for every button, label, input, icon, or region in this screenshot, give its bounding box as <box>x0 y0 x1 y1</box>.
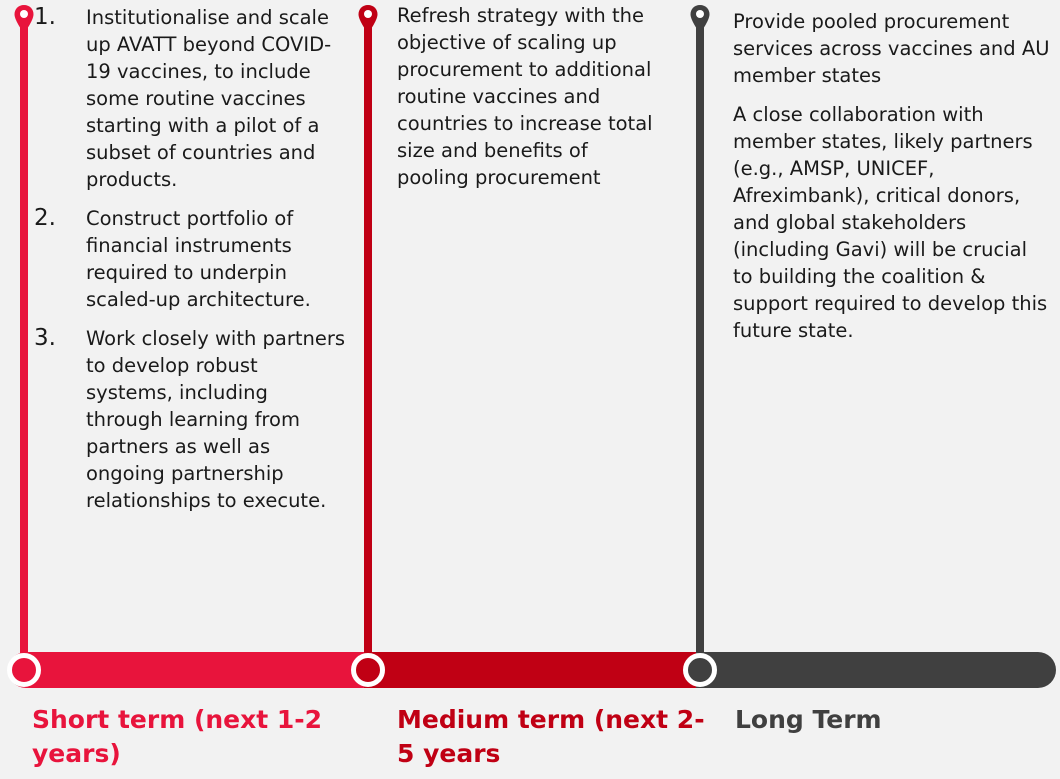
timeline-node-long <box>683 653 717 687</box>
list-item: 1. Institutionalise and scale up AVATT b… <box>34 4 350 193</box>
item-number: 2. <box>34 205 56 231</box>
long-term-paragraph: A close collaboration with member states… <box>733 103 1048 342</box>
medium-term-description: Refresh strategy with the objective of s… <box>397 4 653 189</box>
item-text: Construct portfolio of financial instrum… <box>86 207 311 311</box>
item-text: Work closely with partners to develop ro… <box>86 327 346 512</box>
timeline-band-long <box>696 652 1056 688</box>
timeline-band-medium <box>364 652 714 688</box>
pole-medium-term <box>364 22 372 662</box>
map-pin-icon <box>13 4 35 34</box>
long-term-paragraph: Provide pooled procurement services acro… <box>733 10 1050 87</box>
long-term-description: Provide pooled procurement services acro… <box>733 8 1051 356</box>
list-item: 3. Work closely with partners to develop… <box>34 325 350 514</box>
medium-term-label: Medium term (next 2-5 years <box>397 705 705 768</box>
timeline-node-short <box>7 653 41 687</box>
item-number: 3. <box>34 325 56 351</box>
map-pin-icon <box>357 4 379 34</box>
pole-short-term <box>20 22 28 662</box>
map-pin-icon <box>689 4 711 34</box>
timeline-band-short <box>8 652 388 688</box>
short-term-action-list: 1. Institutionalise and scale up AVATT b… <box>34 4 350 526</box>
list-item: 2. Construct portfolio of financial inst… <box>34 205 350 313</box>
item-text: Institutionalise and scale up AVATT beyo… <box>86 6 332 191</box>
pole-long-term <box>696 22 704 662</box>
item-number: 1. <box>34 4 56 30</box>
short-term-label: Short term (next 1-2 years) <box>32 705 323 768</box>
long-term-label: Long Term <box>735 705 882 734</box>
timeline-node-medium <box>351 653 385 687</box>
